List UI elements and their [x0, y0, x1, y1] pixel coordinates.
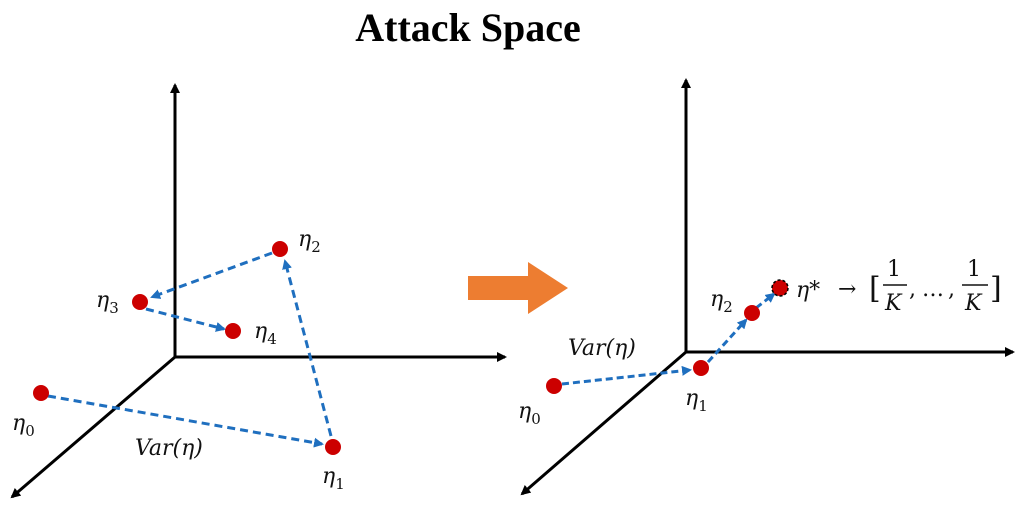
label-eta2: η2 [298, 227, 321, 256]
frac1-num: 1 [887, 257, 901, 282]
ellipsis: … [922, 277, 944, 302]
arrow-eta1-eta2 [282, 259, 333, 437]
label-eta1: η1 [322, 464, 345, 493]
point-r-eta0 [546, 378, 562, 394]
point-r-etastar [771, 279, 789, 297]
frac2-den: K [964, 291, 983, 316]
left-points [33, 241, 341, 455]
left-axes [10, 83, 507, 499]
point-eta4 [225, 323, 241, 339]
bracket-open: [ [869, 271, 881, 306]
point-r-eta1 [693, 360, 709, 376]
label-eta3: η3 [96, 288, 119, 317]
left-axis-y [10, 355, 176, 499]
arrow-eta2-eta3 [150, 251, 273, 299]
point-eta2 [272, 241, 288, 257]
convergence-formula: η* → [ 1 K , … , 1 K ] [796, 257, 1002, 316]
point-r-eta2 [744, 305, 760, 321]
transition-arrow-icon [468, 262, 568, 314]
frac1-den: K [884, 291, 903, 316]
label-r-eta0: η0 [518, 399, 541, 428]
right-axes [520, 78, 1015, 496]
left-trajectory [47, 251, 333, 448]
label-eta0: η0 [12, 411, 35, 440]
arrow-r-eta2-etastar [755, 292, 776, 310]
right-points [546, 279, 789, 394]
frac2-num: 1 [967, 257, 981, 282]
arrow-eta3-eta4 [145, 307, 226, 332]
right-trajectory [561, 292, 776, 386]
label-var-left: Var(η) [135, 436, 203, 461]
figure-title: Attack Space [355, 5, 581, 50]
point-eta0 [33, 385, 49, 401]
label-r-eta1: η1 [685, 386, 708, 415]
bracket-close: ] [990, 271, 1002, 306]
comma-1: , [909, 277, 916, 302]
label-etastar: η* [796, 278, 820, 303]
point-eta1 [325, 439, 341, 455]
arrow-r-eta0-eta1 [561, 365, 692, 386]
comma-2: , [948, 277, 955, 302]
arrow-r-eta1-eta2 [706, 318, 748, 364]
label-var-right: Var(η) [568, 336, 636, 361]
label-eta4: η4 [254, 319, 277, 348]
point-eta3 [132, 294, 148, 310]
arrow-symbol: → [838, 277, 856, 302]
label-r-eta2: η2 [710, 287, 733, 316]
arrow-eta0-eta1 [47, 394, 324, 448]
right-axis-y [520, 350, 687, 496]
